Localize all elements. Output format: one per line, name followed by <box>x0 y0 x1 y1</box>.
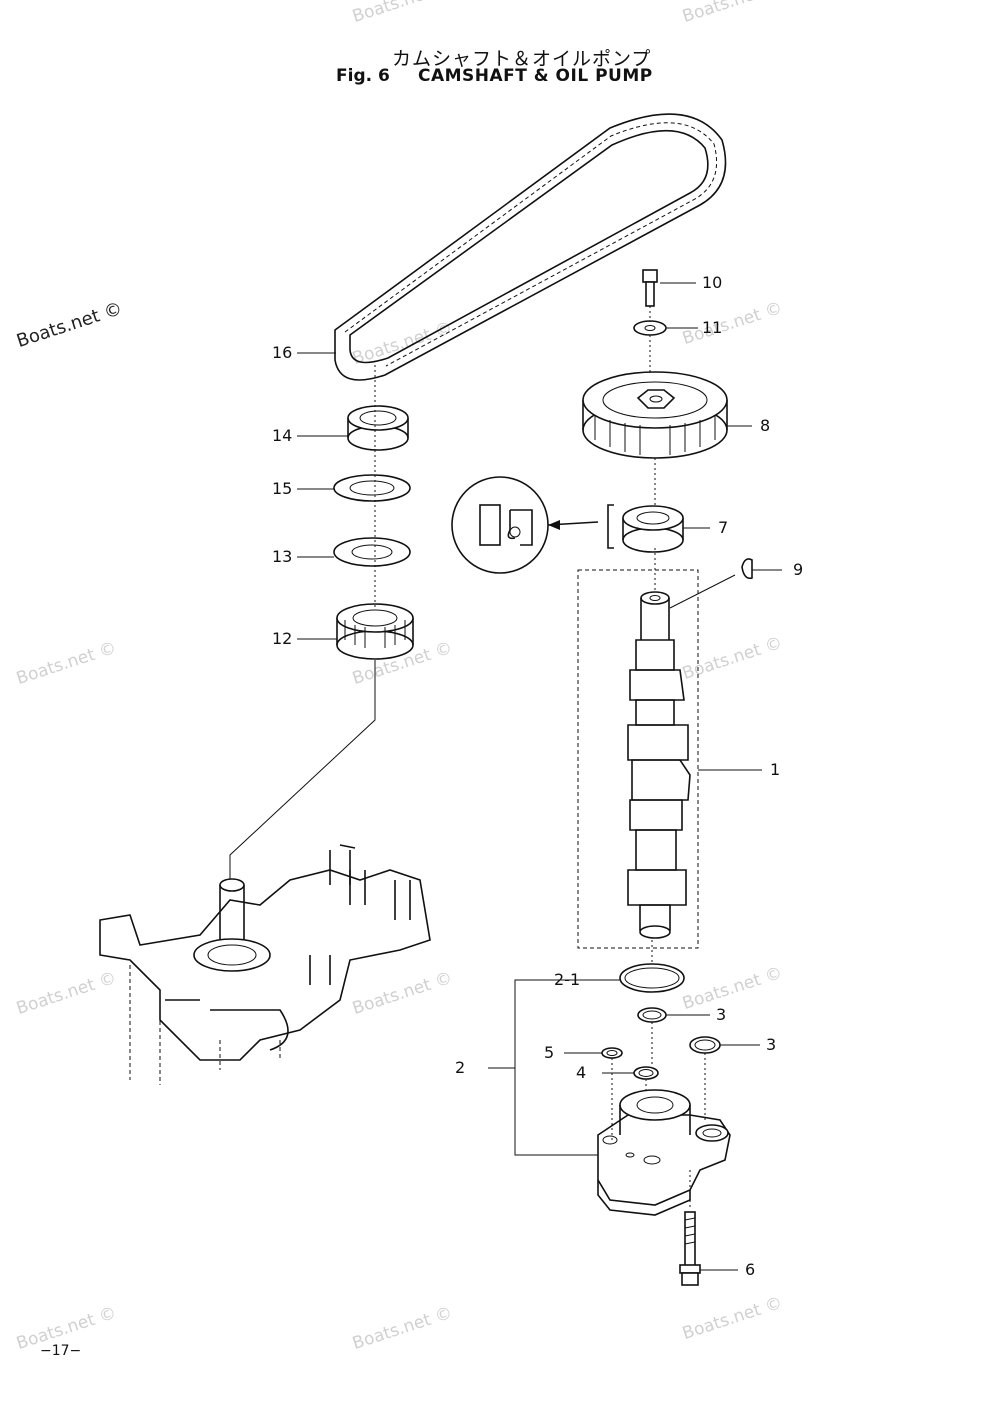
callout-3: 3 <box>716 1005 727 1024</box>
callout-10: 10 <box>702 273 723 292</box>
callout-8: 8 <box>760 416 771 435</box>
camshaft-oil-seal-part <box>622 505 684 553</box>
callout-16: 16 <box>272 343 293 362</box>
callout-13: 13 <box>272 547 293 566</box>
guide-plate-part <box>333 537 411 567</box>
washer-part <box>633 320 667 336</box>
figure-title-japanese: カムシャフト＆オイルポンプ <box>392 48 652 70</box>
callout-4: 4 <box>576 1063 587 1082</box>
callout-11: 11 <box>702 318 723 337</box>
woodruff-key-part <box>741 558 753 580</box>
o-ring-large-part <box>619 963 685 993</box>
callout-7: 7 <box>718 518 729 537</box>
callout-6: 6 <box>745 1260 756 1279</box>
crankcase-part <box>99 844 431 1085</box>
camshaft-assembly-box <box>577 569 699 949</box>
page-number: −17− <box>40 1343 82 1359</box>
bolt-part <box>642 269 658 307</box>
camshaft-part <box>627 548 691 939</box>
figure-number: Fig. 6 <box>336 66 390 86</box>
o-ring-part <box>633 1066 659 1080</box>
callout-14: 14 <box>272 426 293 445</box>
seal-direction-detail <box>451 476 599 574</box>
plate-part <box>333 474 411 502</box>
callout-5: 5 <box>544 1043 555 1062</box>
callout-1: 1 <box>770 760 781 779</box>
pump-bolt-part <box>679 1170 701 1286</box>
callout-2-1: 2-1 <box>554 970 581 989</box>
callout-15: 15 <box>272 479 293 498</box>
timing-belt <box>334 113 727 381</box>
oil-seal-part <box>347 405 409 451</box>
callout-9: 9 <box>793 560 804 579</box>
small-o-ring-part <box>601 1047 623 1059</box>
oil-pump-part <box>597 1089 731 1216</box>
camshaft-pulley-part <box>582 371 728 459</box>
o-ring-part <box>637 1007 667 1023</box>
o-ring-part <box>689 1036 721 1054</box>
figure-title: CAMSHAFT & OIL PUMP <box>418 66 653 86</box>
drive-pulley-part <box>336 603 414 660</box>
callout-12: 12 <box>272 629 293 648</box>
callout-2: 2 <box>455 1058 466 1077</box>
callout-3: 3 <box>766 1035 777 1054</box>
